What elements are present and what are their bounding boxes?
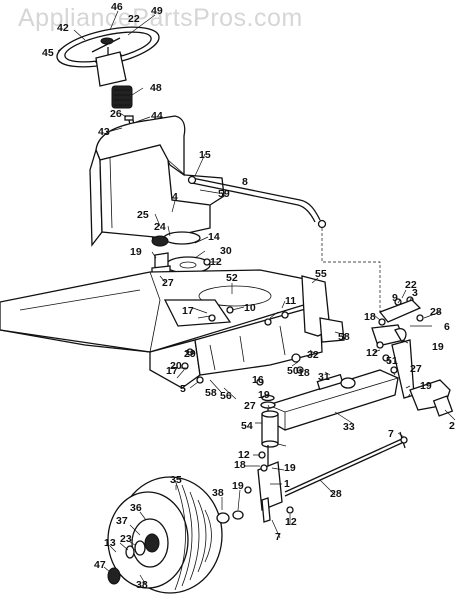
callout-59: 59 — [218, 188, 230, 200]
callout-7-b: 7 — [275, 531, 281, 543]
callout-50: 50 — [287, 365, 299, 377]
callout-7-a: 7 — [388, 428, 394, 440]
callout-42: 42 — [57, 22, 69, 34]
callout-10: 10 — [244, 302, 256, 314]
callout-4: 4 — [172, 191, 178, 203]
callout-11-a: 11 — [285, 295, 296, 307]
callout-9: 9 — [392, 292, 398, 304]
callout-19-c: 19 — [420, 380, 432, 392]
callout-33: 33 — [343, 421, 355, 433]
callout-58-b: 58 — [205, 387, 217, 399]
callout-3: 3 — [412, 287, 418, 299]
callout-17-a: 17 — [182, 305, 194, 317]
callout-48: 48 — [150, 82, 162, 94]
callout-8: 8 — [242, 176, 248, 188]
callout-23: 23 — [120, 533, 132, 545]
steering-wheel — [56, 26, 160, 87]
callout-12-c: 12 — [238, 449, 250, 461]
callout-1: 1 — [284, 478, 290, 490]
drag-link — [187, 175, 381, 312]
callout-14: 14 — [208, 231, 220, 243]
callout-54: 54 — [241, 420, 253, 432]
hardware — [181, 258, 424, 514]
callout-25: 25 — [137, 209, 149, 221]
callout-19-e: 19 — [284, 462, 296, 474]
callout-17-b: 17 — [166, 365, 178, 377]
callout-12-b: 12 — [366, 347, 378, 359]
callout-28-a: 28 — [430, 306, 442, 318]
callout-24: 24 — [154, 221, 166, 233]
callout-6: 6 — [444, 321, 450, 333]
callout-35: 35 — [170, 474, 182, 486]
callout-20: 20 — [170, 360, 182, 372]
callout-19-a: 19 — [130, 246, 142, 258]
callout-27-c: 27 — [244, 400, 256, 412]
callout-12-d: 12 — [285, 516, 297, 528]
callout-2: 2 — [449, 420, 455, 432]
callout-43: 43 — [98, 126, 110, 138]
callout-18-a: 18 — [364, 311, 376, 323]
callout-46: 46 — [111, 1, 123, 13]
callout-5: 5 — [180, 383, 186, 395]
callout-27-a: 27 — [162, 277, 174, 289]
callout-44: 44 — [151, 110, 163, 122]
front-wheel — [107, 476, 244, 594]
callout-19-b: 19 — [432, 341, 444, 353]
callout-13: 13 — [104, 537, 116, 549]
callout-18-c: 18 — [234, 459, 246, 471]
leader-lines — [57, 10, 456, 586]
watermark-text: AppliancePartsPros.com — [18, 4, 303, 32]
callout-12-a: 12 — [210, 256, 222, 268]
callout-51: 51 — [386, 355, 398, 367]
callout-37: 37 — [116, 515, 128, 527]
callout-31: 31 — [318, 371, 330, 383]
callout-labels: 46 42 49 22 45 48 26 44 43 15 8 59 4 25 … — [42, 1, 455, 591]
callout-29: 29 — [184, 348, 196, 360]
callout-55: 55 — [315, 268, 327, 280]
frame-chassis — [0, 269, 345, 389]
callout-16: 16 — [252, 374, 264, 386]
callout-47: 47 — [94, 559, 106, 571]
callout-32: 32 — [307, 349, 319, 361]
tie-rod — [284, 436, 408, 497]
callout-38-b: 38 — [136, 579, 148, 591]
callout-26: 26 — [110, 108, 122, 120]
callout-45: 45 — [42, 47, 54, 59]
callout-58-a: 58 — [338, 331, 350, 343]
left-spindle — [257, 394, 283, 523]
callout-38-a: 38 — [212, 487, 224, 499]
callout-49: 49 — [151, 5, 163, 17]
callout-22-top: 22 — [128, 13, 140, 25]
callout-22-b: 22 — [405, 279, 417, 291]
callout-52: 52 — [226, 272, 238, 284]
callout-30: 30 — [220, 245, 232, 257]
callout-56: 56 — [220, 390, 232, 402]
callout-36: 36 — [130, 502, 142, 514]
callout-19-f: 19 — [232, 480, 244, 492]
callout-28-b: 28 — [330, 488, 342, 500]
callout-15-a: 15 — [199, 149, 211, 161]
right-spindle — [391, 339, 454, 449]
callout-19-d: 19 — [258, 389, 270, 401]
callout-18-b: 18 — [298, 367, 310, 379]
callout-27-b: 27 — [410, 363, 422, 375]
